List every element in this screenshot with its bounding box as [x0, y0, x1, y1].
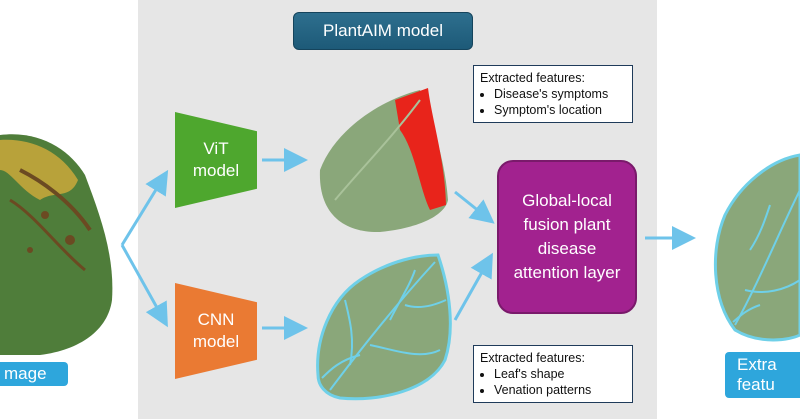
features-heading: Extracted features: — [480, 71, 585, 85]
feature-item: Symptom's location — [494, 102, 626, 118]
input-leaf-image — [0, 134, 113, 355]
feature-item: Venation patterns — [494, 382, 626, 398]
feature-item: Disease's symptoms — [494, 86, 626, 102]
cnn-venation-leaf — [316, 253, 452, 401]
flow-arrows — [262, 148, 696, 340]
features-heading: Extracted features: — [480, 351, 585, 365]
model-title: PlantAIM model — [293, 12, 473, 50]
output-label-line1: Extra — [737, 355, 777, 374]
output-features-label: Extra featu — [725, 352, 800, 398]
output-feature-leaf — [713, 153, 800, 342]
vit-attention-leaf — [319, 88, 448, 233]
fusion-attention-layer: Global-local fusion plant disease attent… — [497, 160, 637, 314]
extracted-features-vit: Extracted features: Disease's symptoms S… — [473, 65, 633, 123]
cnn-model-label: CNN model — [192, 310, 240, 351]
input-image-label: mage — [0, 362, 68, 386]
extracted-features-cnn: Extracted features: Leaf's shape Venatio… — [473, 345, 633, 403]
vit-model-label: ViT model — [192, 139, 240, 180]
input-label-text: mage — [4, 364, 47, 383]
input-split-arrows — [120, 169, 169, 328]
output-label-line2: featu — [737, 375, 775, 394]
fusion-label: Global-local fusion plant disease attent… — [513, 191, 621, 282]
vit-model-block: ViT model — [175, 112, 257, 208]
feature-item: Leaf's shape — [494, 366, 626, 382]
cnn-model-block: CNN model — [175, 283, 257, 379]
